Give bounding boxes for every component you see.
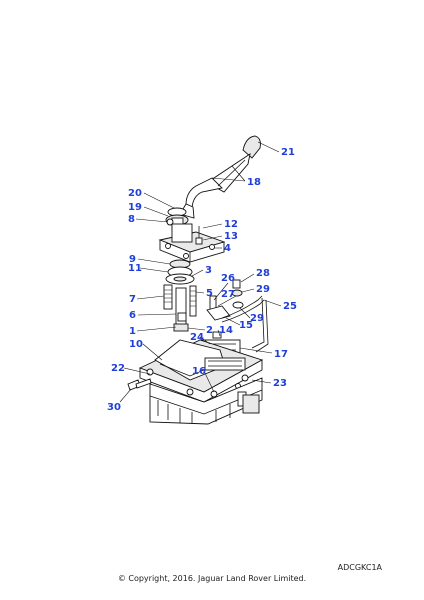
callout-18: 18: [247, 177, 261, 188]
callout-27: 27: [221, 289, 235, 300]
callout-8: 8: [128, 214, 135, 225]
callout-30: 30: [107, 402, 121, 413]
callout-labels: 21 18 20 19 8 12 13 4 9 11 3 26 28 29 27…: [107, 147, 297, 413]
callout-12: 12: [224, 219, 238, 230]
callout-7: 7: [129, 294, 136, 305]
callout-25: 25: [283, 301, 297, 312]
callout-26: 26: [221, 273, 235, 284]
callout-29: 29: [256, 284, 270, 295]
callout-3: 3: [205, 265, 212, 276]
callout-21: 21: [281, 147, 295, 158]
callout-23: 23: [273, 378, 287, 389]
callout-24: 24: [190, 332, 204, 343]
callout-20: 20: [128, 188, 142, 199]
callout-16: 16: [192, 366, 206, 377]
callout-14: 14: [219, 325, 233, 336]
callout-5: 5: [206, 288, 213, 299]
callout-29b: 29: [250, 313, 264, 324]
selector-pins: [163, 284, 197, 332]
callout-28: 28: [256, 268, 270, 279]
leader-lines: [119, 141, 282, 403]
diagram-reference-code: ADCGKC1A: [337, 563, 382, 572]
callout-6: 6: [129, 310, 136, 321]
upper-housing: [158, 223, 226, 263]
callout-19: 19: [128, 202, 142, 213]
copyright-notice: © Copyright, 2016. Jaguar Land Rover Lim…: [117, 574, 307, 583]
callout-1: 1: [129, 326, 136, 337]
callout-13: 13: [224, 231, 238, 242]
callout-2: 2: [206, 325, 213, 336]
callout-10: 10: [129, 339, 143, 350]
callout-11: 11: [128, 263, 142, 274]
callout-22: 22: [111, 363, 125, 374]
callout-17: 17: [274, 349, 288, 360]
gearbox-housing: [127, 339, 264, 425]
callout-4: 4: [224, 243, 231, 254]
callout-9: 9: [129, 254, 136, 265]
gear-lever: [179, 135, 261, 219]
callout-15: 15: [239, 320, 253, 331]
seal-and-spring: [165, 259, 195, 285]
